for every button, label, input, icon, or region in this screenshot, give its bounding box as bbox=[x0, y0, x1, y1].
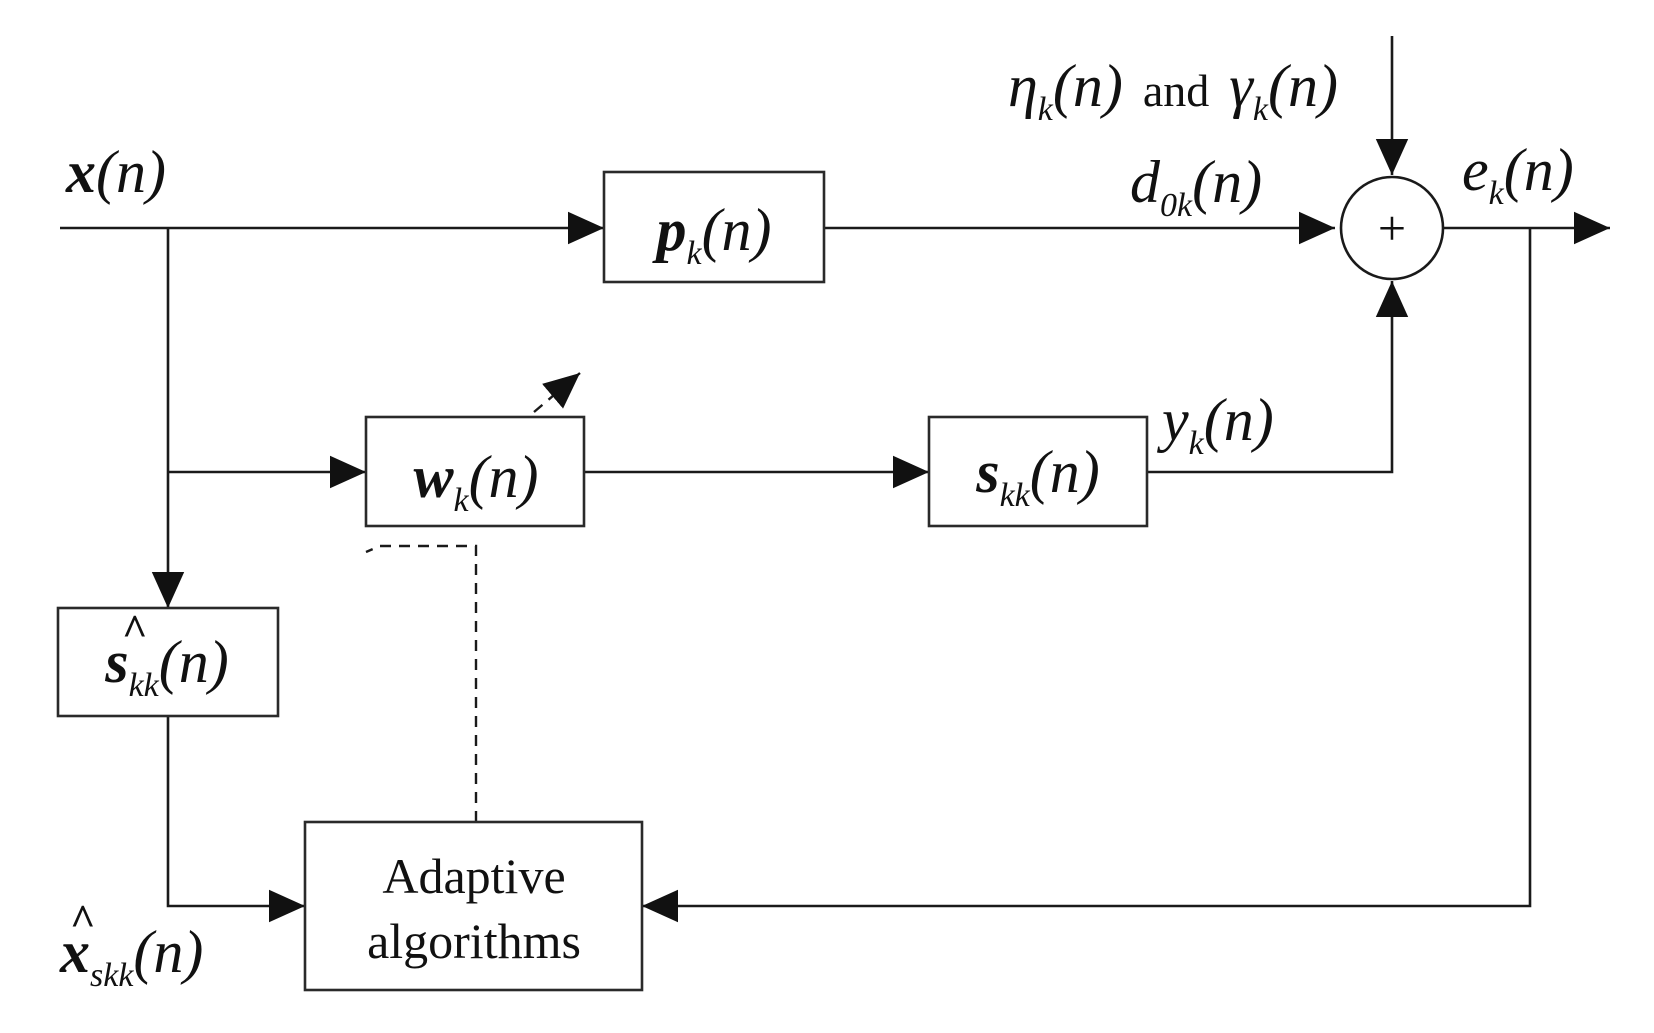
summing-junction: + bbox=[1339, 175, 1445, 281]
filtered-ref-hat: ^ bbox=[70, 896, 96, 945]
error-signal-label: ek(n) bbox=[1462, 137, 1574, 212]
input-signal-label: x(n) bbox=[65, 139, 166, 205]
secondary-path-block: skk(n) bbox=[927, 415, 1149, 528]
wire-secondary-to-summer bbox=[1147, 281, 1409, 474]
secondary-path-label: skk(n) bbox=[975, 439, 1100, 514]
adaptive-algorithm-block: Adaptive algorithms bbox=[303, 820, 644, 992]
signal-wires bbox=[60, 36, 1610, 923]
primary-path-label: pk(n) bbox=[651, 197, 771, 272]
summer-plus-sign: + bbox=[1378, 200, 1406, 256]
secondary-estimate-label: skk(n) bbox=[104, 629, 229, 704]
adaptive-label-line1: Adaptive bbox=[382, 848, 565, 904]
filtered-ref-label: xskk(n) bbox=[59, 919, 203, 994]
wire-adaptive-update bbox=[365, 544, 478, 822]
secondary-estimate-hat: ^ bbox=[122, 606, 148, 655]
control-filter-block: wk(n) bbox=[364, 415, 586, 528]
secondary-estimate-block: ^ skk(n) bbox=[56, 606, 280, 718]
adaptive-label-line2: algorithms bbox=[367, 913, 581, 969]
wire-error-feedback bbox=[642, 228, 1532, 923]
output-signal-label: yk(n) bbox=[1156, 387, 1274, 462]
primary-path-block: pk(n) bbox=[602, 170, 826, 284]
desired-signal-label: d0k(n) bbox=[1130, 149, 1262, 224]
control-filter-label: wk(n) bbox=[413, 444, 538, 519]
wire-estimate-to-adaptive bbox=[166, 716, 305, 923]
adjustable-arrow bbox=[533, 372, 581, 413]
